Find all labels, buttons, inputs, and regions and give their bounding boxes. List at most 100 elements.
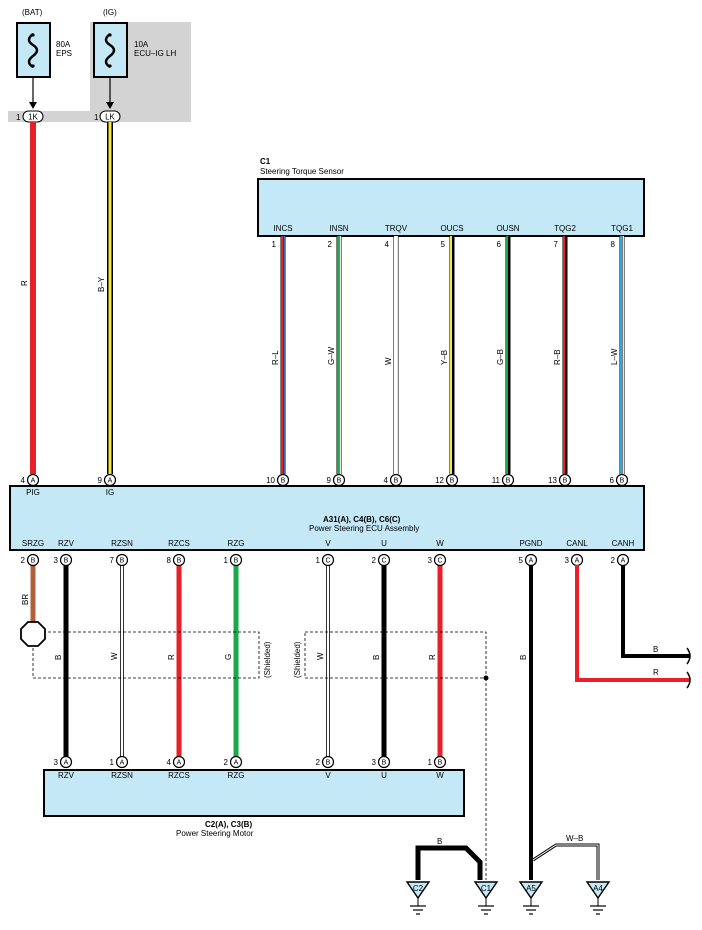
motor-id: C2(A), C3(B) xyxy=(205,820,252,829)
ecu-top-pin-INSN: B xyxy=(332,473,346,487)
fuse2-name: ECU–IG LH xyxy=(134,49,176,58)
ecu-top-pin-num-INCS: 10 xyxy=(266,476,275,485)
svg-text:B: B xyxy=(394,478,399,485)
ecu-top-pin-num-TRQV: 4 xyxy=(384,476,389,485)
ecu-bottom-pin-RZG: B xyxy=(229,553,243,567)
sensor-pin-num-TQG2: 7 xyxy=(554,240,559,249)
sensor-wire-TQG1 xyxy=(619,236,625,474)
sensor-pin-num-INCS: 1 xyxy=(272,240,277,249)
fuse2-box xyxy=(93,22,128,78)
svg-text:C1: C1 xyxy=(481,884,492,893)
svg-text:A4: A4 xyxy=(593,884,603,893)
svg-text:C: C xyxy=(437,558,442,565)
fuse2-source: (IG) xyxy=(103,8,117,17)
ecu-bottom-pin-W: C xyxy=(433,553,447,567)
motor-pin-num-V: 2 xyxy=(316,758,321,767)
srzg-wire-label: BR xyxy=(21,594,30,605)
svg-text:A5: A5 xyxy=(526,884,536,893)
wb-ground-wire xyxy=(532,843,600,880)
ecu-bottom-pin-RZSN: B xyxy=(115,553,129,567)
ecu-bottom-pin-RZV: B xyxy=(59,553,73,567)
svg-text:B: B xyxy=(337,478,342,485)
c2-ground-wire xyxy=(415,845,483,880)
fuse1-icon xyxy=(27,33,39,69)
sensor-pin-name-TQG2: TQG2 xyxy=(554,224,576,233)
sensor-pin-name-TQG1: TQG1 xyxy=(611,224,633,233)
ecu-bottom-pin-name-W: W xyxy=(436,539,444,548)
motor-pin-num-U: 3 xyxy=(372,758,377,767)
ecu-bottom-pin-CANH: A xyxy=(616,553,630,567)
ecu-top-pin-TQG2: B xyxy=(558,473,572,487)
sensor-wire-OUSN xyxy=(505,236,511,474)
shield-label-right: (Shielded) xyxy=(293,641,302,678)
ecu-top-pin-num-OUSN: 11 xyxy=(492,476,501,485)
sensor-pin-num-INSN: 2 xyxy=(328,240,333,249)
sensor-wire-TQG2 xyxy=(562,236,568,474)
motor-pin-U: B xyxy=(377,755,391,769)
canh-wire-label: B xyxy=(653,645,658,654)
motor-pin-name-RZCS: RZCS xyxy=(168,771,190,780)
ecu-bottom-pin-name-CANL: CANL xyxy=(566,539,588,548)
ecu-pin-num-IG: 9 xyxy=(98,476,103,485)
steering-torque-sensor xyxy=(257,178,645,237)
ecu-bottom-pins: SRZG2BRBRZV3BBRZSN7WBRZCS8RBRZG1GBV1WCU2… xyxy=(21,539,635,757)
svg-text:C2: C2 xyxy=(413,884,424,893)
svg-text:A: A xyxy=(575,558,580,565)
motor-wire-RZSN: W xyxy=(110,565,124,757)
sensor-wire-label-OUSN: G–B xyxy=(496,349,505,365)
svg-text:B: B xyxy=(31,558,36,565)
svg-text:B: B xyxy=(563,478,568,485)
fuse1-name: EPS xyxy=(56,49,72,58)
motor-pin-name-V: V xyxy=(325,771,331,780)
svg-text:B: B xyxy=(382,760,387,767)
fuse1-box xyxy=(16,22,51,78)
motor-pin-RZCS: A xyxy=(172,755,186,769)
ecu-bottom-pin-name-V: V xyxy=(325,539,331,548)
motor-wire-label-U: B xyxy=(372,655,381,660)
svg-text:B: B xyxy=(281,478,286,485)
sensor-id: C1 xyxy=(260,157,271,166)
sensor-title: Steering Torque Sensor xyxy=(260,167,344,176)
motor-pin-num-RZV: 3 xyxy=(54,758,59,767)
ecu-bottom-pin-SRZG: B xyxy=(26,553,40,567)
sensor-wire-label-OUCS: Y–B xyxy=(440,350,449,365)
sensor-wire-label-TQG2: R–B xyxy=(553,349,562,365)
svg-text:B: B xyxy=(64,558,69,565)
sensor-wire-label-INCS: R–L xyxy=(271,350,280,365)
shield-box-right xyxy=(304,631,487,679)
ecu-pin-IG: A xyxy=(103,473,117,487)
junction2-label: LK xyxy=(105,113,115,122)
svg-text:A: A xyxy=(529,558,534,565)
motor-wire-V: W xyxy=(316,565,330,757)
ecu-bottom-pin-name-CANH: CANH xyxy=(612,539,635,548)
svg-text:A: A xyxy=(64,760,69,767)
svg-text:B: B xyxy=(326,760,331,767)
motor-wire-U: B xyxy=(372,565,387,757)
wb-wire-label: W–B xyxy=(566,834,583,843)
motor-pin-name-RZV: RZV xyxy=(58,771,75,780)
svg-text:B: B xyxy=(450,478,455,485)
ecu-top-pin-OUCS: B xyxy=(445,473,459,487)
motor-pin-name-U: U xyxy=(381,771,387,780)
fuse2-rating: 10A xyxy=(134,40,149,49)
sensor-wire-label-INSN: G–W xyxy=(327,346,336,365)
sensor-pin-name-OUSN: OUSN xyxy=(496,224,519,233)
junction2-pin-num: 1 xyxy=(94,113,99,122)
feed-wire-r-label: R xyxy=(20,280,29,286)
canh-wire xyxy=(621,565,690,658)
motor-pin-name-W: W xyxy=(436,771,444,780)
ecu-bottom-pin-name-RZG: RZG xyxy=(228,539,245,548)
ecu-pin-num-PIG: 4 xyxy=(21,476,26,485)
ecu-bottom-pin-num-V: 1 xyxy=(316,556,321,565)
ground-A4: A4 xyxy=(585,881,611,915)
sensor-pin-num-TQG1: 8 xyxy=(611,240,616,249)
canl-wire xyxy=(575,565,690,682)
ecu-bottom-pin-num-RZSN: 7 xyxy=(110,556,115,565)
motor-pin-num-RZSN: 1 xyxy=(110,758,115,767)
ecu-bottom-pin-name-RZCS: RZCS xyxy=(168,539,190,548)
ecu-bottom-pin-num-W: 3 xyxy=(428,556,433,565)
sensor-pin-num-OUSN: 6 xyxy=(497,240,502,249)
ecu-bottom-pin-U: C xyxy=(377,553,391,567)
